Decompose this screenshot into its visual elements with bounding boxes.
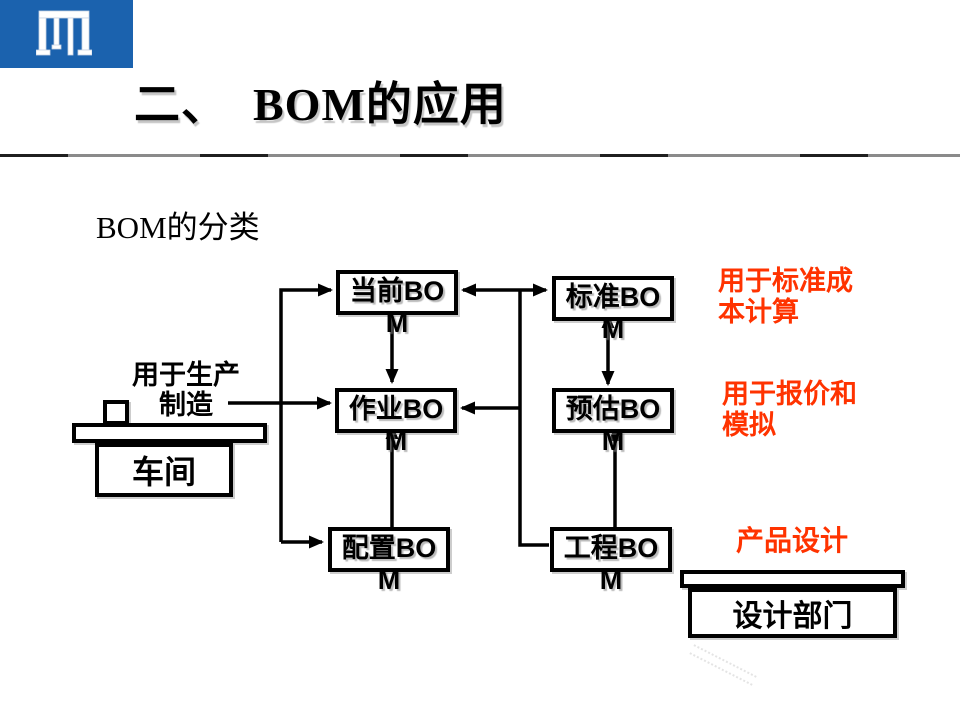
workshop-box: 车间 xyxy=(95,443,233,497)
bom-box-label: 工程BOM xyxy=(563,533,659,595)
connector-design-branch xyxy=(518,290,549,547)
design-department-bar xyxy=(680,570,905,588)
title-divider xyxy=(0,154,960,157)
workshop-chimney xyxy=(103,400,129,425)
section-subtitle: BOM的分类 xyxy=(96,210,260,245)
bom-box-label: 配置BOM xyxy=(341,533,437,595)
connector-workshop-branch xyxy=(279,283,333,542)
company-logo xyxy=(0,0,133,68)
bom-box-estimate: 预估BOM xyxy=(552,388,674,456)
bom-box-engineering: 工程BOM xyxy=(550,527,672,595)
design-department-label: 设计部门 xyxy=(732,600,853,633)
bom-box-current: 当前BOM xyxy=(336,270,458,338)
workshop-roof xyxy=(72,423,267,443)
bom-box-config: 配置BOM xyxy=(328,527,450,595)
bom-box-label: 标准BOM xyxy=(565,282,661,344)
bom-box-label: 当前BOM xyxy=(349,276,445,338)
gate-logo-icon xyxy=(36,10,92,56)
bom-box-label: 预估BOM xyxy=(565,394,661,456)
note-quote-simulation-use: 用于报价和 模拟 xyxy=(722,379,857,440)
page-title: 二、 BOM的应用 xyxy=(134,79,507,130)
note-production-use: 用于生产 制造 xyxy=(132,360,240,420)
watermark xyxy=(682,638,760,700)
bom-box-job: 作业BOM xyxy=(335,388,457,456)
workshop-label: 车间 xyxy=(131,454,196,490)
bom-box-label: 作业BOM xyxy=(348,394,444,456)
design-department-box: 设计部门 xyxy=(688,588,897,638)
bom-box-standard: 标准BOM xyxy=(552,276,674,344)
note-product-design: 产品设计 xyxy=(736,525,849,556)
note-standard-cost-use: 用于标准成 本计算 xyxy=(718,266,853,327)
